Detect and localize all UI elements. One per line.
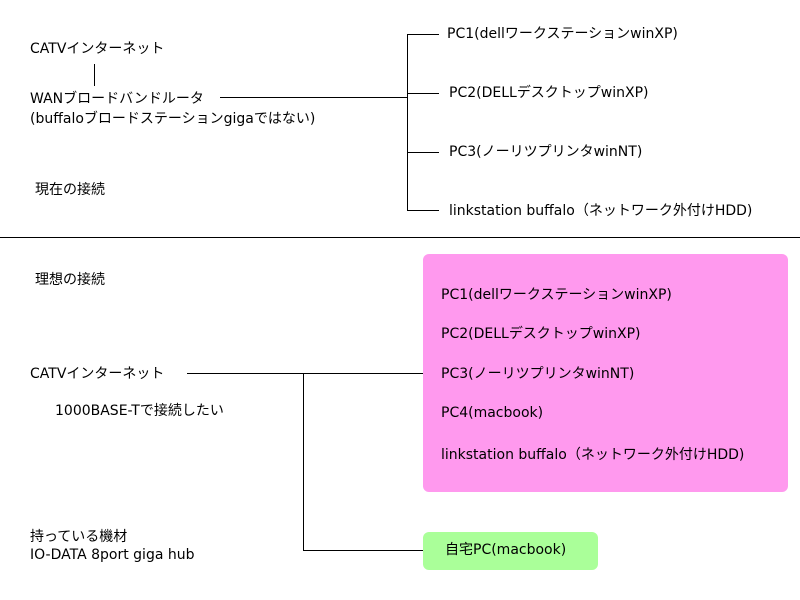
branch-pc3 (407, 152, 439, 153)
ideal-device-pc1: PC1(dellワークステーションwinXP) (441, 287, 672, 303)
ideal-catv-label: CATVインターネット (30, 366, 165, 382)
router-trunk-line (220, 97, 408, 98)
ideal-devices-box (423, 254, 788, 492)
current-device-linkstation: linkstation buffalo（ネットワーク外付けHDD) (449, 203, 753, 219)
ideal-device-linkstation: linkstation buffalo（ネットワーク外付けHDD) (441, 447, 745, 463)
hub-vertical-line (303, 373, 304, 550)
current-router-label: WANブロードバンドルータ (30, 91, 204, 107)
current-catv-label: CATVインターネット (30, 41, 165, 57)
current-device-pc1: PC1(dellワークステーションwinXP) (447, 26, 678, 42)
branch-pc1 (407, 34, 439, 35)
hub-to-home-pc-line (303, 550, 423, 551)
current-device-pc3: PC3(ノーリツプリンタwinNT) (449, 144, 643, 160)
home-pc-label: 自宅PC(macbook) (445, 542, 567, 558)
current-device-pc2: PC2(DELLデスクトップwinXP) (449, 85, 649, 101)
ideal-device-pc4: PC4(macbook) (441, 405, 544, 421)
ideal-connection-label: 理想の接続 (35, 272, 105, 288)
current-trunk-vertical (407, 34, 408, 211)
ideal-device-pc3: PC3(ノーリツプリンタwinNT) (441, 366, 635, 382)
branch-linkstation (407, 210, 439, 211)
section-divider (0, 237, 800, 238)
catv-router-connector (94, 64, 95, 86)
ideal-device-pc2: PC2(DELLデスクトップwinXP) (441, 326, 641, 342)
owned-equipment-label: 持っている機材 (30, 529, 128, 545)
home-pc-box (423, 532, 598, 570)
ideal-note: 1000BASE-Tで接続したい (55, 403, 224, 419)
owned-hub-label: IO-DATA 8port giga hub (30, 547, 195, 563)
current-connection-label: 現在の接続 (35, 182, 105, 198)
branch-pc2 (407, 93, 439, 94)
current-router-note: (buffaloブロードステーションgigaではない) (30, 111, 316, 127)
catv-to-box-line (187, 373, 423, 374)
